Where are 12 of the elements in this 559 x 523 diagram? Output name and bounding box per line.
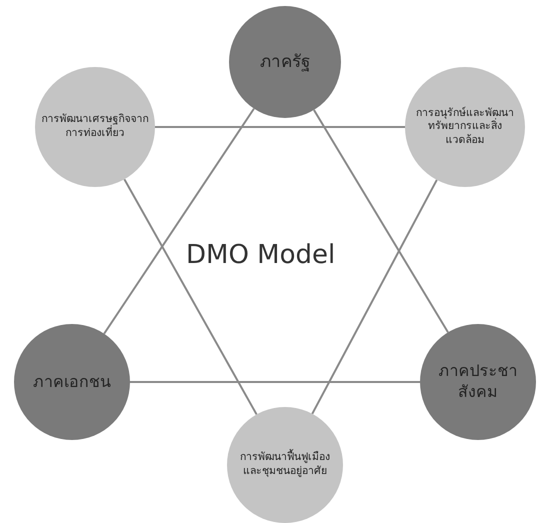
node-label: ภาคเอกชน xyxy=(32,372,112,392)
node-label: ภาคประชาสังคม xyxy=(438,361,518,403)
node-label: การพัฒนาเศรษฐกิจจากการท่องเที่ยว xyxy=(40,113,150,141)
connector-line xyxy=(311,179,438,414)
node-label: การอนุรักษ์และพัฒนาทรัพยากรและสิ่งแวดล้อม xyxy=(415,106,515,148)
connector-line xyxy=(103,108,255,334)
diagram-title: DMO Model xyxy=(186,240,336,270)
connector-line xyxy=(313,109,449,333)
node-label: การพัฒนาฟื้นฟูเมืองและชุมชนอยู่อาศัย xyxy=(239,451,331,479)
connector-line xyxy=(155,126,405,128)
connector-line xyxy=(130,381,420,383)
node-label: ภาครัฐ xyxy=(259,50,311,74)
